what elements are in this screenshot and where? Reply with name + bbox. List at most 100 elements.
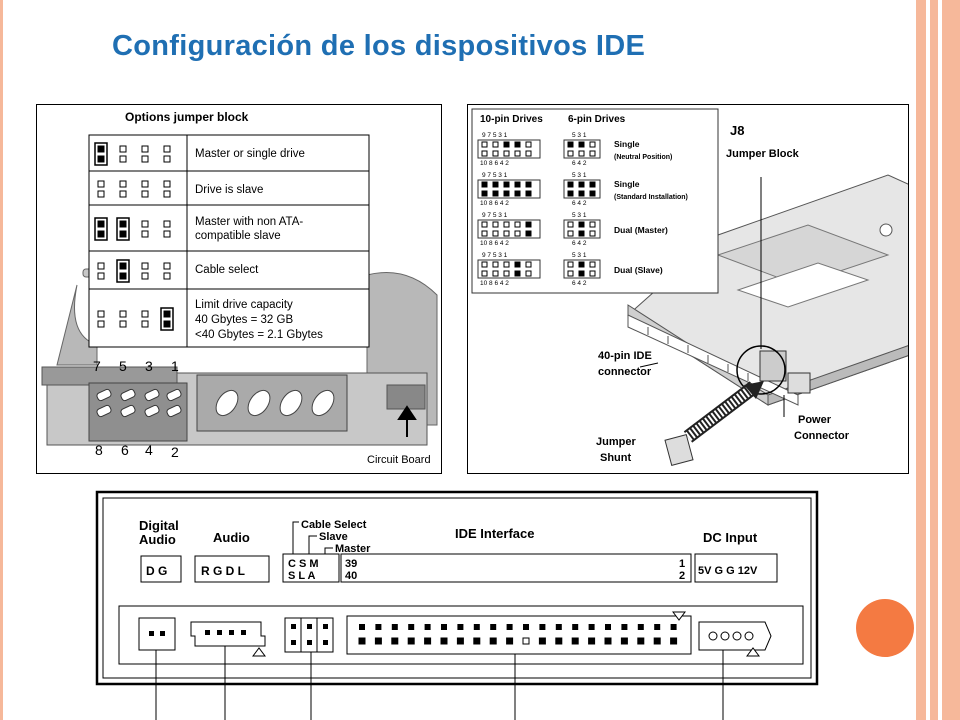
- jumper-pin: [163, 155, 171, 163]
- jumper-pin: [97, 230, 105, 238]
- pin-numbers-10: 10 8 6 4 2: [480, 160, 509, 167]
- six-pin-heading: 6-pin Drives: [568, 114, 626, 125]
- jumper-pin: [141, 220, 149, 228]
- jumper-pin: [163, 145, 171, 153]
- pin: [525, 190, 532, 197]
- circuit-board-label: Circuit Board: [367, 454, 431, 466]
- pin: [567, 270, 574, 277]
- slave-label: Slave: [319, 531, 348, 543]
- dc-pins: 5V G G 12V: [698, 565, 758, 577]
- ide-pin: [424, 637, 432, 645]
- jumper-shunt-label: Jumper: [596, 436, 636, 448]
- decorative-circle: [856, 599, 914, 657]
- pin: [503, 181, 510, 188]
- pin-number: 2: [171, 444, 179, 460]
- pin: [589, 230, 596, 237]
- cs-top-labels: C S M: [288, 558, 319, 570]
- slide-title: Configuración de los dispositivos IDE: [112, 30, 646, 62]
- jumper-pin: [163, 310, 171, 318]
- pin-number: 4: [145, 442, 153, 458]
- ide-pin: [408, 624, 415, 630]
- jumper-block-heading: Options jumper block: [125, 110, 249, 124]
- jumper-pin: [97, 180, 105, 188]
- jumper-option-label: Limit drive capacity: [195, 299, 293, 311]
- jumper-pin: [163, 190, 171, 198]
- pin: [567, 181, 574, 188]
- jumper-pin: [163, 180, 171, 188]
- pin: [514, 261, 521, 268]
- audio-label: Audio: [213, 530, 250, 545]
- j8-label: Jumper Block: [726, 148, 800, 160]
- pin: [481, 190, 488, 197]
- ide-pin: [637, 637, 645, 645]
- pin: [567, 150, 574, 157]
- pin: [503, 230, 510, 237]
- ide-pin: [605, 624, 611, 630]
- ide-pin: [424, 624, 431, 630]
- ide-pin: [637, 624, 644, 630]
- ide-pin: [670, 637, 678, 645]
- ide-connector-label: 40-pin IDE: [598, 350, 652, 362]
- power-connector-label: Power: [798, 414, 832, 426]
- pin: [492, 190, 499, 197]
- jumper-pin: [97, 262, 105, 270]
- pin: [578, 181, 585, 188]
- pin: [578, 261, 585, 268]
- pin: [514, 141, 521, 148]
- pin: [481, 150, 488, 157]
- jumper-pin: [97, 272, 105, 280]
- jumper-pin: [119, 145, 127, 153]
- jumper-pin: [163, 262, 171, 270]
- mode-label: Dual (Master): [614, 225, 668, 235]
- ide-pin: [506, 637, 514, 645]
- ide-pin: [588, 637, 596, 645]
- ide-pin: [571, 637, 579, 645]
- pin: [492, 221, 499, 228]
- pin: [578, 230, 585, 237]
- ide-interface-label: IDE Interface: [455, 526, 534, 541]
- ide-pin: [391, 637, 399, 645]
- pin: [567, 190, 574, 197]
- pin: [567, 141, 574, 148]
- jumper-pin: [119, 155, 127, 163]
- pin: [525, 230, 532, 237]
- ide-pin: [654, 624, 661, 630]
- jumper-pin: [97, 320, 105, 328]
- pin: [481, 230, 488, 237]
- mode-label: (Neutral Position): [614, 154, 672, 161]
- ide-pin: [555, 637, 563, 645]
- pin: [514, 190, 521, 197]
- pin: [481, 221, 488, 228]
- dc-input-label: DC Input: [703, 530, 758, 545]
- jumper-option-label: Drive is slave: [195, 184, 263, 196]
- pin: [492, 181, 499, 188]
- pin: [503, 270, 510, 277]
- ide-pin: [489, 637, 497, 645]
- pin-numbers-10: 9 7 5 3 1: [482, 172, 508, 179]
- ide-pin-39: 39: [345, 558, 357, 570]
- ide-pin: [374, 637, 382, 645]
- pin: [589, 190, 596, 197]
- pin-number: 8: [95, 442, 103, 458]
- mode-label: Single: [614, 179, 640, 189]
- jumper-pin: [141, 190, 149, 198]
- pin: [514, 230, 521, 237]
- pin: [589, 150, 596, 157]
- ide-pin: [473, 624, 480, 630]
- ide-pin: [653, 637, 661, 645]
- jumper-pin: [119, 272, 127, 280]
- jumper-pin: [119, 220, 127, 228]
- pin: [514, 270, 521, 277]
- pin: [481, 141, 488, 148]
- ide-pin: [588, 624, 595, 630]
- pin: [492, 230, 499, 237]
- ide-pin: [621, 624, 628, 630]
- jumper-pin: [97, 155, 105, 163]
- pin-numbers-10: 9 7 5 3 1: [482, 212, 508, 219]
- pin: [525, 270, 532, 277]
- ide-pin: [359, 624, 365, 630]
- jumper-shunt-label: Shunt: [600, 452, 631, 464]
- jumper-pin: [141, 145, 149, 153]
- mode-label: (Standard Installation): [614, 194, 688, 201]
- jumper-pin: [119, 190, 127, 198]
